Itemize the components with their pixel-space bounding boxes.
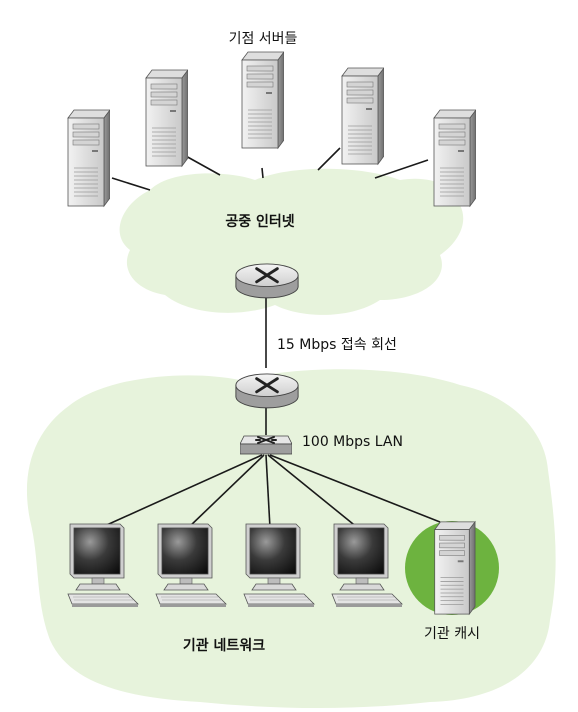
- link-switch-pc1: [99, 454, 263, 529]
- server-icon: [241, 51, 284, 149]
- switch-icon: [240, 435, 292, 455]
- links: [99, 147, 441, 529]
- link-switch-pc3: [265, 454, 271, 529]
- server-icon: [145, 69, 188, 167]
- link-server-1: [111, 177, 151, 191]
- router-icon: [234, 372, 300, 410]
- public-internet-cloud: [119, 168, 464, 315]
- institutional-cache-label: 기관 캐시: [424, 626, 480, 642]
- origin-servers-label: 기점 서버들: [228, 31, 298, 47]
- lan-label: 100 Mbps LAN: [302, 434, 403, 450]
- public-internet-label: 공중 인터넷: [225, 214, 295, 230]
- router-icon: [234, 262, 300, 300]
- link-switch-pc2: [187, 454, 265, 529]
- server-icon: [433, 109, 476, 207]
- link-server-4: [317, 147, 341, 171]
- link-switch-cache: [269, 454, 441, 523]
- institutional-network-label: 기관 네트워크: [182, 638, 266, 654]
- server-icon: [341, 67, 384, 165]
- link-switch-pc4: [267, 454, 359, 529]
- link-server-5: [374, 159, 429, 179]
- access-link-label: 15 Mbps 접속 회선: [277, 337, 397, 353]
- server-icon: [67, 109, 110, 207]
- cache-server-icon: [434, 521, 476, 615]
- link-server-3: [261, 167, 264, 179]
